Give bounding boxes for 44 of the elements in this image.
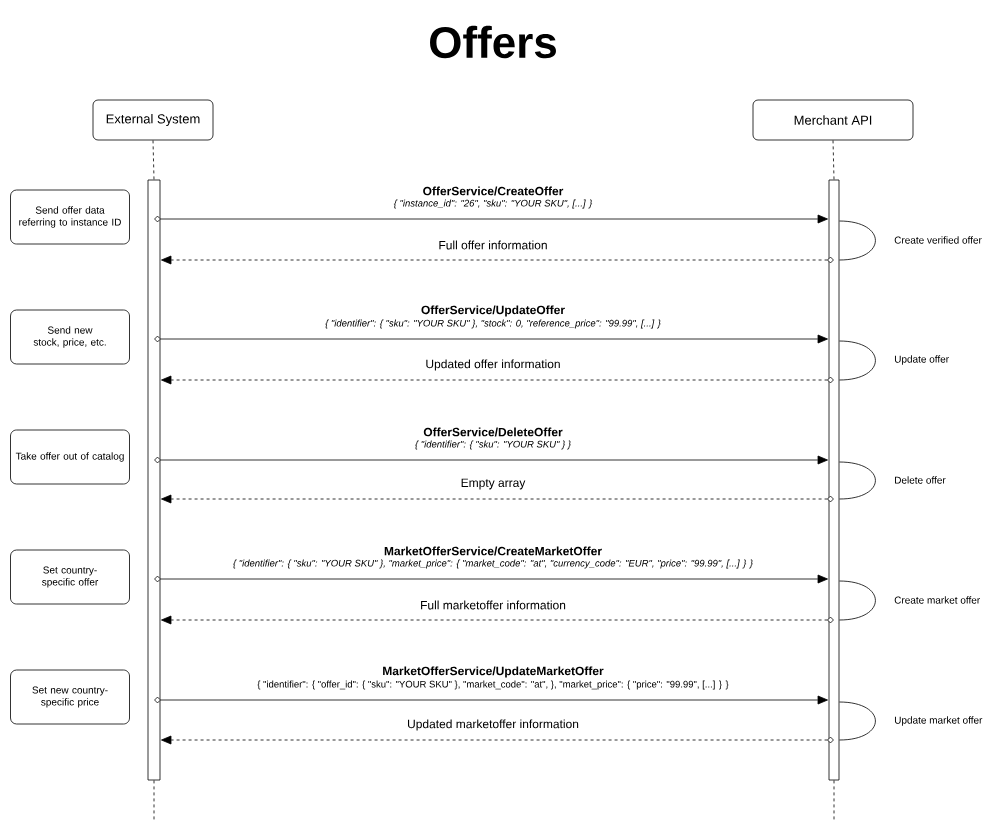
- payload-text: { "instance_id": "26", "sku": "YOUR SKU", [...] }: [393, 199, 593, 209]
- payload-text: { "identifier": { "sku": "YOUR SKU" }, "stock": 0, "reference_price": "99.99", [...] }: [325, 319, 661, 329]
- note-box: Set new country-specific price: [10, 669, 130, 725]
- edge-label: Update offer: [895, 355, 949, 365]
- note-box: Take offer out of catalog: [10, 429, 130, 485]
- participant-box: Merchant API: [752, 99, 914, 141]
- note-box: Send new stock, price, etc.: [10, 309, 130, 365]
- message-arrow: [154, 334, 828, 344]
- edge-label: Empty array: [461, 478, 526, 490]
- note-box: Send offer data referring to instance ID: [10, 189, 130, 245]
- edge-label: MarketOfferService/CreateMarketOffer: [384, 546, 602, 556]
- payload-text: { "identifier": { "offer_id": { "sku": "YOUR SKU" }, "market_code": "at", }, "market_price": { "price": "99.99", [...] } }: [257, 680, 729, 690]
- edge-label: OfferService/CreateOffer: [423, 186, 564, 196]
- edge-label: MarketOfferService/UpdateMarketOffer: [383, 666, 604, 678]
- edge-label: Full marketoffer information: [421, 600, 566, 610]
- lifeline: [152, 140, 155, 180]
- lifeline: [153, 780, 155, 821]
- message-arrow: [154, 455, 828, 465]
- edge-label: Update market offer: [895, 716, 983, 726]
- note-box: Set country-specific offer: [10, 549, 130, 605]
- edge-label: OfferService/DeleteOffer: [423, 427, 563, 437]
- activation-bar: [147, 179, 161, 781]
- title: Offers: [430, 25, 556, 59]
- edge-label: Updated offer information: [426, 359, 560, 371]
- lifeline: [832, 140, 835, 180]
- payload-text: { "identifier": { "sku": "YOUR SKU" }, "market_price": { "market_code": "at", "currency_code": "EUR", "price": "99.99", [...] } }: [233, 559, 753, 569]
- return-arrow: [161, 375, 834, 385]
- return-arrow: [161, 255, 834, 265]
- edge-label: Create verified offer: [894, 236, 982, 244]
- message-arrow: [154, 574, 828, 584]
- message-arrow: [154, 695, 828, 705]
- payload-text: { "identifier": { "sku": "YOUR SKU" } }: [415, 440, 571, 450]
- message-arrow: [154, 214, 828, 224]
- edge-label: Create market offer: [894, 596, 980, 604]
- return-arrow: [161, 615, 834, 625]
- activation-bar: [828, 179, 840, 781]
- edge-label: Full offer information: [439, 240, 547, 250]
- participant-box: External System: [92, 99, 214, 141]
- return-arrow: [161, 735, 834, 745]
- edge-label: Delete offer: [895, 476, 946, 484]
- edge-label: Updated marketoffer information: [408, 719, 579, 731]
- lifeline: [833, 780, 835, 821]
- edge-label: OfferService/UpdateOffer: [421, 305, 565, 317]
- return-arrow: [161, 494, 834, 504]
